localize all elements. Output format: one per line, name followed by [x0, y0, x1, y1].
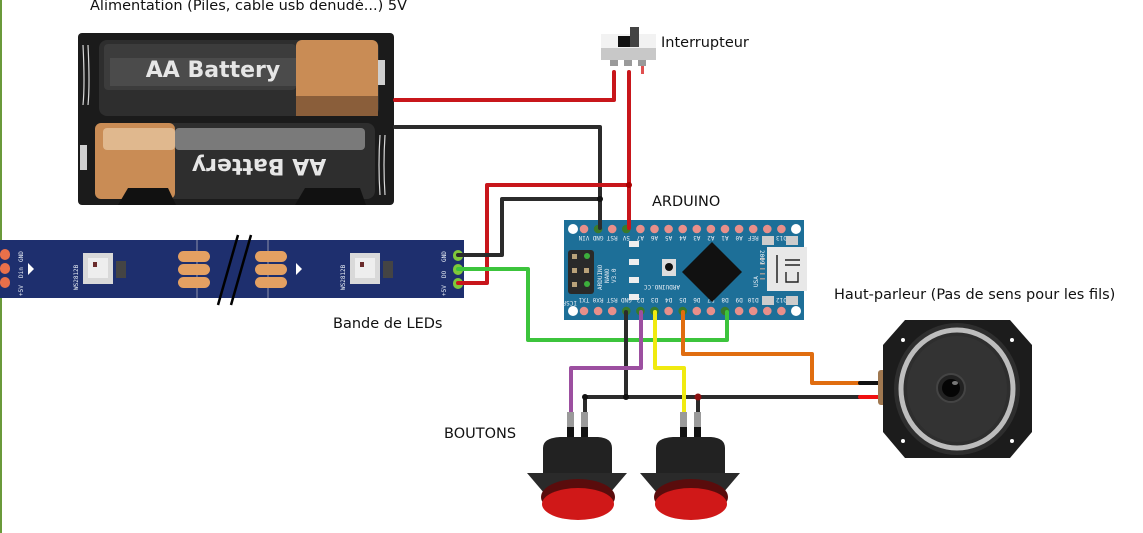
- arduino-bottom-pin-label: D3: [651, 296, 659, 303]
- arduino-top-pin-label: GND: [592, 234, 603, 241]
- switch-label: Interrupteur: [661, 35, 749, 51]
- arduino-top-pin-a2[interactable]: [706, 224, 716, 234]
- battery-cell-top: AA Battery: [99, 40, 379, 116]
- arduino-bottom-pin-rx0[interactable]: [593, 306, 603, 316]
- strip-pin-5v-1: +5V: [18, 285, 25, 296]
- battery-label-top: AA Battery: [146, 58, 280, 83]
- arduino-top-pin-row: VINGNDRST5VA7A6A5A4A3A2A1A0REF3V3D13: [578, 224, 787, 241]
- arduino-top-pin-label: A7: [636, 234, 644, 241]
- arduino-bottom-pin-d10[interactable]: [748, 306, 758, 316]
- arduino-bottom-pin-label: D12: [776, 296, 787, 303]
- arduino-bottom-pin-d11[interactable]: [763, 306, 772, 316]
- arduino-bottom-pin-tx1[interactable]: [579, 306, 589, 316]
- arduino-top-pin-vin[interactable]: [579, 224, 589, 234]
- arduino-top-pin-label: D13: [776, 234, 787, 241]
- battery-label-bottom: AA Battery: [192, 153, 326, 178]
- speaker: [878, 320, 1032, 458]
- led-strip-label: Bande de LEDs: [333, 316, 443, 332]
- led-chip-label-2: WS2812B: [340, 264, 347, 290]
- arduino-top-pin-a7[interactable]: [636, 224, 645, 234]
- arduino-top-pin-ref[interactable]: [748, 224, 758, 234]
- arduino-top-pin-d13[interactable]: [777, 224, 786, 234]
- arduino-top-pin-3v3[interactable]: [763, 224, 772, 234]
- wires: [393, 70, 885, 414]
- speaker-label: Haut-parleur (Pas de sens pour les fils): [834, 287, 1116, 303]
- arduino-top-pin-label: A1: [721, 234, 729, 241]
- arduino-bottom-pin-label: RX0: [592, 296, 603, 303]
- arduino-top-pin-label: A3: [693, 234, 701, 241]
- arduino-top-pin-label: A2: [707, 234, 715, 241]
- power-label: Alimentation (Piles, cable usb denudé...…: [90, 0, 408, 14]
- strip-pin-gnd-out: GND: [441, 251, 448, 262]
- strip-pin-gnd-1: GND: [18, 251, 25, 262]
- arduino-bottom-pin-label: D8: [721, 296, 729, 303]
- arduino-bottom-pin-label: D2: [636, 296, 644, 303]
- led-chip-label-1: WS2812B: [73, 264, 80, 290]
- arduino-site: ARDUINO.CC: [643, 283, 680, 290]
- arduino-bottom-pin-label: TX1: [578, 296, 589, 303]
- wire-gnd-to-strip[interactable]: [456, 197, 602, 257]
- wire-d5-speaker[interactable]: [681, 310, 862, 385]
- arduino-icsp: ICSP: [562, 299, 577, 306]
- battery-holder: AA Battery AA Battery: [78, 33, 394, 205]
- arduino-top-pin-label: REF: [747, 234, 758, 241]
- arduino-bottom-pin-d4[interactable]: [664, 306, 673, 316]
- buttons-label: BOUTONS: [444, 426, 517, 442]
- strip-pin-5v-out: +5V: [441, 285, 448, 296]
- battery-cell-bottom: AA Battery: [95, 123, 375, 205]
- arduino-bottom-pin-d9[interactable]: [734, 306, 744, 316]
- arduino-board-text-3: V3.0: [611, 268, 618, 283]
- slide-switch[interactable]: [601, 27, 656, 74]
- arduino-year: 2009: [758, 250, 765, 265]
- push-button-2[interactable]: [640, 412, 740, 520]
- arduino-top-pin-a4[interactable]: [678, 224, 687, 234]
- led-chip-2: [350, 253, 393, 284]
- arduino-bottom-pin-d12[interactable]: [777, 306, 786, 316]
- wire-data-strip[interactable]: [456, 267, 729, 342]
- arduino-top-pin-a3[interactable]: [692, 224, 702, 234]
- arduino-top-pin-a6[interactable]: [650, 224, 659, 234]
- arduino-bottom-pin-label: D4: [665, 296, 673, 303]
- arduino-top-pin-label: A5: [665, 234, 673, 241]
- arduino-country: USA: [753, 276, 760, 287]
- arduino-top-pin-label: A4: [679, 234, 687, 241]
- arduino-board-text-1: ARDUINO: [597, 264, 604, 290]
- strip-pin-do-out: DO: [441, 270, 448, 278]
- arduino-top-pin-label: A0: [735, 234, 743, 241]
- wire-d2-button1[interactable]: [569, 310, 643, 414]
- arduino-top-pin-a0[interactable]: [734, 224, 744, 234]
- arduino-bottom-pin-label: D9: [735, 296, 743, 303]
- arduino-top-pin-label: A6: [651, 234, 659, 241]
- led-chip-1: [83, 253, 126, 284]
- wire-5v-to-strip[interactable]: [456, 183, 631, 285]
- arduino-bottom-pin-d7[interactable]: [706, 306, 716, 316]
- arduino-label: ARDUINO: [652, 194, 721, 210]
- led-strip: WS2812B WS2812B +5V Din GND +5V DO GND: [0, 234, 464, 306]
- arduino-bottom-pin-rst[interactable]: [607, 306, 617, 316]
- arduino-bottom-pin-label: RST: [606, 296, 617, 303]
- arduino-top-pin-a5[interactable]: [664, 224, 673, 234]
- arduino-bottom-pin-label: D10: [747, 296, 758, 303]
- arduino-top-pin-rst[interactable]: [607, 224, 617, 234]
- wire-battery-positive[interactable]: [393, 70, 616, 102]
- arduino-top-pin-label: RST: [606, 234, 617, 241]
- arduino-top-pin-a1[interactable]: [720, 224, 730, 234]
- arduino-bottom-pin-label: GND: [620, 296, 631, 303]
- arduino-bottom-pin-d6[interactable]: [692, 306, 702, 316]
- arduino-nano: VINGNDRST5VA7A6A5A4A3A2A1A0REF3V3D13 TX1…: [562, 220, 807, 320]
- push-button-1[interactable]: [527, 412, 627, 520]
- arduino-top-pin-label: 5V: [622, 234, 630, 241]
- arduino-top-pin-label: VIN: [578, 234, 589, 241]
- arduino-bottom-pin-label: D5: [679, 296, 687, 303]
- strip-pin-din-1: Din: [18, 267, 25, 278]
- wire-d3-button2[interactable]: [653, 310, 686, 414]
- arduino-bottom-pin-label: D6: [693, 296, 701, 303]
- arduino-board-text-2: NANO: [604, 268, 611, 283]
- wire-battery-negative[interactable]: [393, 125, 602, 230]
